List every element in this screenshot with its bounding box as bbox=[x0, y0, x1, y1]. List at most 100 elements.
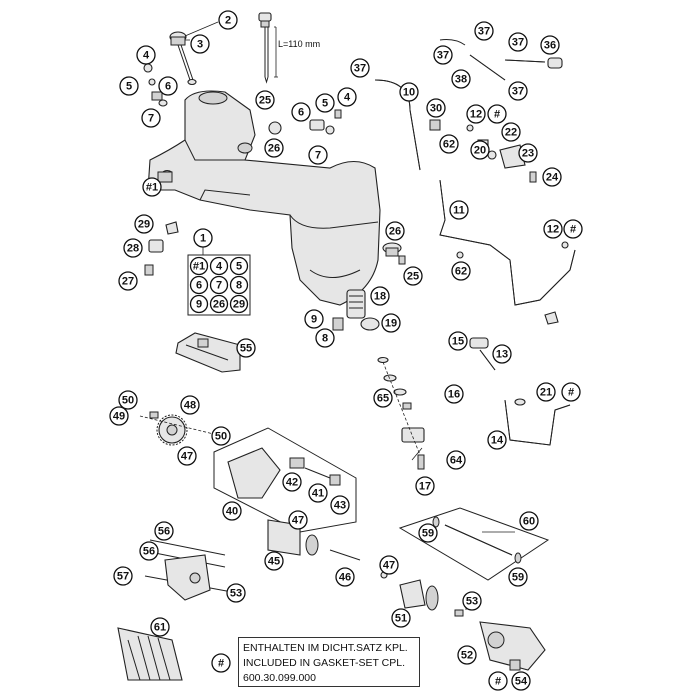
callout-circle bbox=[211, 653, 231, 673]
callout-37: 37 bbox=[508, 81, 528, 101]
callout-69: 51 bbox=[391, 608, 411, 628]
callout-circle bbox=[150, 617, 170, 637]
callout-10: 25 bbox=[255, 90, 275, 110]
callout-number: 27 bbox=[122, 276, 134, 288]
callout-number: 12 bbox=[470, 109, 482, 121]
callout-number: 37 bbox=[437, 50, 449, 62]
callout-58: 41 bbox=[308, 483, 328, 503]
callout-number: 3 bbox=[197, 39, 203, 51]
callout-circle bbox=[391, 608, 411, 628]
callout-circle bbox=[561, 382, 581, 402]
callout-circle bbox=[218, 10, 238, 30]
callout-number: 14 bbox=[491, 435, 504, 447]
callout-number: 50 bbox=[122, 395, 134, 407]
callout-circle bbox=[462, 591, 482, 611]
callout-circle bbox=[563, 219, 583, 239]
callout-circle bbox=[136, 45, 156, 65]
callout-44: 13 bbox=[492, 344, 512, 364]
callout-number: 26 bbox=[389, 226, 401, 238]
callout-circle bbox=[457, 645, 477, 665]
callout-circle bbox=[418, 523, 438, 543]
callout-number: 42 bbox=[286, 477, 298, 489]
fuel-cap bbox=[169, 31, 197, 86]
callout-number: 49 bbox=[113, 411, 125, 423]
callout-circle bbox=[487, 430, 507, 450]
callout-number: 37 bbox=[478, 26, 490, 38]
kit-item: 8 bbox=[229, 275, 249, 295]
callout-number: 59 bbox=[422, 528, 434, 540]
callout-49: 65 bbox=[373, 388, 393, 408]
callout-number: 20 bbox=[474, 145, 486, 157]
fuel-filter bbox=[332, 289, 380, 331]
callout-circle bbox=[487, 104, 507, 124]
callout-12: 6 bbox=[291, 102, 311, 122]
callout-circle bbox=[255, 90, 275, 110]
callout-53: 48 bbox=[180, 395, 200, 415]
callout-number: 62 bbox=[443, 139, 455, 151]
callout-73: 59 bbox=[508, 567, 528, 587]
callout-55: 47 bbox=[177, 446, 197, 466]
callout-circle bbox=[109, 406, 129, 426]
oil-hose bbox=[469, 337, 571, 446]
callout-8: 28 bbox=[123, 238, 143, 258]
callout-number: 10 bbox=[403, 87, 415, 99]
callout-number: 9 bbox=[311, 314, 317, 326]
dipstick: L=110 mm bbox=[258, 12, 320, 84]
callout-48: 14 bbox=[487, 430, 507, 450]
clip-30 bbox=[429, 119, 441, 131]
svg-text:1: 1 bbox=[200, 233, 206, 245]
svg-text:7: 7 bbox=[216, 280, 222, 292]
callout-number: 43 bbox=[334, 500, 346, 512]
callout-25: 62 bbox=[439, 134, 459, 154]
callout-circle bbox=[449, 200, 469, 220]
breather-hoses bbox=[439, 39, 563, 81]
callout-number: # bbox=[218, 658, 224, 670]
callout-circle bbox=[335, 567, 355, 587]
callout-circle bbox=[337, 87, 357, 107]
callout-circle bbox=[180, 395, 200, 415]
callout-number: 5 bbox=[126, 81, 132, 93]
callout-circle bbox=[134, 214, 154, 234]
gasket-set-note: ENTHALTEN IM DICHT.SATZ KPL. INCLUDED IN… bbox=[238, 637, 420, 687]
tube-box bbox=[398, 507, 550, 581]
callout-circle bbox=[501, 122, 521, 142]
callout-number: # bbox=[494, 109, 500, 121]
length-label: L=110 mm bbox=[278, 39, 320, 49]
pipe-11 bbox=[439, 179, 576, 306]
callout-number: 53 bbox=[466, 596, 478, 608]
callout-number: 37 bbox=[512, 86, 524, 98]
callout-5: 7 bbox=[141, 108, 161, 128]
callout-41: 8 bbox=[315, 328, 335, 348]
callout-number: 50 bbox=[215, 431, 227, 443]
callout-circle bbox=[519, 511, 539, 531]
callout-38: 18 bbox=[370, 286, 390, 306]
callout-number: 19 bbox=[385, 318, 397, 330]
callout-number: 52 bbox=[461, 650, 473, 662]
callout-27: 26 bbox=[385, 221, 405, 241]
callout-number: 11 bbox=[453, 205, 465, 217]
callout-circle bbox=[330, 495, 350, 515]
callout-circle bbox=[264, 551, 284, 571]
callout-6: #1 bbox=[142, 177, 162, 197]
callout-number: 12 bbox=[547, 224, 559, 236]
callout-43: 15 bbox=[448, 331, 468, 351]
callout-36: 36 bbox=[540, 35, 560, 55]
callout-number: # bbox=[495, 676, 501, 688]
callout-circle bbox=[308, 145, 328, 165]
callout-circle bbox=[370, 286, 390, 306]
callout-number: 5 bbox=[322, 98, 328, 110]
callout-75: 52 bbox=[457, 645, 477, 665]
callout-72: 59 bbox=[418, 523, 438, 543]
callout-60: 40 bbox=[222, 501, 242, 521]
callout-35: 37 bbox=[508, 32, 528, 52]
callout-circle bbox=[158, 76, 178, 96]
callout-circle bbox=[154, 521, 174, 541]
callout-32: 37 bbox=[433, 45, 453, 65]
svg-text:26: 26 bbox=[213, 299, 225, 311]
kit-item: 6 bbox=[189, 275, 209, 295]
callout-circle bbox=[415, 476, 435, 496]
svg-text:6: 6 bbox=[196, 280, 202, 292]
callout-circle bbox=[466, 104, 486, 124]
callout-number: 22 bbox=[505, 127, 517, 139]
callout-number: 54 bbox=[515, 676, 528, 688]
